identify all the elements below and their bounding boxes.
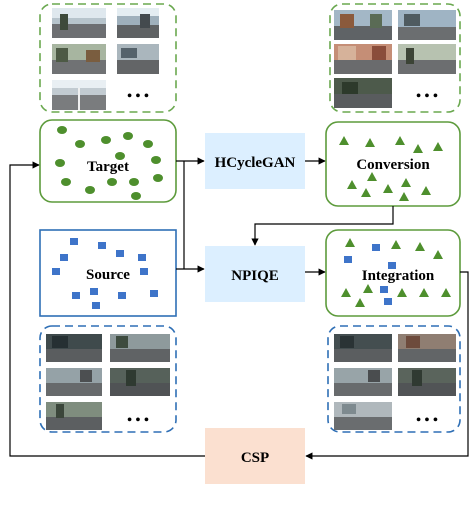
csp-label: CSP (241, 450, 269, 466)
conversion-box: Conversion (325, 121, 461, 207)
hcyclegan-box: HCycleGAN (205, 133, 305, 189)
target-thumbnail-4 (117, 44, 159, 74)
arrow-integration-to-csp (305, 271, 469, 460)
converted-thumbnail-5 (334, 78, 392, 108)
source-box: Source (39, 229, 177, 317)
integrated-thumbnail-1 (334, 334, 392, 362)
target-box: Target (39, 119, 177, 203)
target-ellipsis: • • • (127, 89, 149, 104)
integrated-thumbnail-2 (398, 334, 456, 362)
integration-squares (344, 244, 396, 305)
conversion-triangles (339, 136, 443, 201)
source-ellipsis: • • • (127, 413, 149, 428)
converted-thumbnail-1 (334, 10, 392, 40)
integrated-image-set: • • • (327, 325, 461, 433)
source-thumbnail-5 (46, 402, 102, 430)
source-thumbnail-1 (46, 334, 102, 362)
integrated-thumbnail-3 (334, 368, 392, 396)
target-label: Target (87, 159, 129, 175)
converted-thumbnail-4 (398, 44, 456, 74)
source-label: Source (86, 267, 130, 283)
integration-box: Integration (325, 229, 461, 317)
converted-thumbnail-2 (398, 10, 456, 40)
source-squares (52, 238, 158, 309)
target-circles (55, 126, 163, 200)
converted-thumbnail-3 (334, 44, 392, 74)
csp-box: CSP (205, 428, 305, 484)
integration-label: Integration (362, 268, 435, 284)
converted-image-set: • • • (329, 3, 461, 113)
arrow-conversion-to-npiqe (251, 206, 394, 246)
npiqe-label: NPIQE (231, 268, 279, 284)
npiqe-box: NPIQE (205, 246, 305, 302)
integrated-thumbnail-5 (334, 402, 392, 430)
pipeline-diagram: • • • • • • Target (9, 3, 469, 484)
conversion-label: Conversion (356, 157, 430, 173)
integrated-ellipsis: • • • (416, 413, 438, 428)
arrow-csp-to-target (9, 161, 205, 457)
target-thumbnail-5 (52, 80, 106, 110)
target-image-set: • • • (39, 3, 177, 113)
connectors (9, 157, 469, 460)
source-thumbnail-2 (110, 334, 170, 362)
hcyclegan-label: HCycleGAN (215, 155, 296, 171)
integration-triangles (341, 238, 451, 307)
integrated-thumbnail-4 (398, 368, 456, 396)
source-thumbnail-3 (46, 368, 102, 396)
target-thumbnail-3 (52, 44, 106, 74)
target-thumbnail-2 (117, 8, 159, 38)
target-thumbnail-1 (52, 8, 106, 38)
source-image-set: • • • (39, 325, 177, 433)
source-thumbnail-4 (110, 368, 170, 396)
converted-ellipsis: • • • (416, 89, 438, 104)
